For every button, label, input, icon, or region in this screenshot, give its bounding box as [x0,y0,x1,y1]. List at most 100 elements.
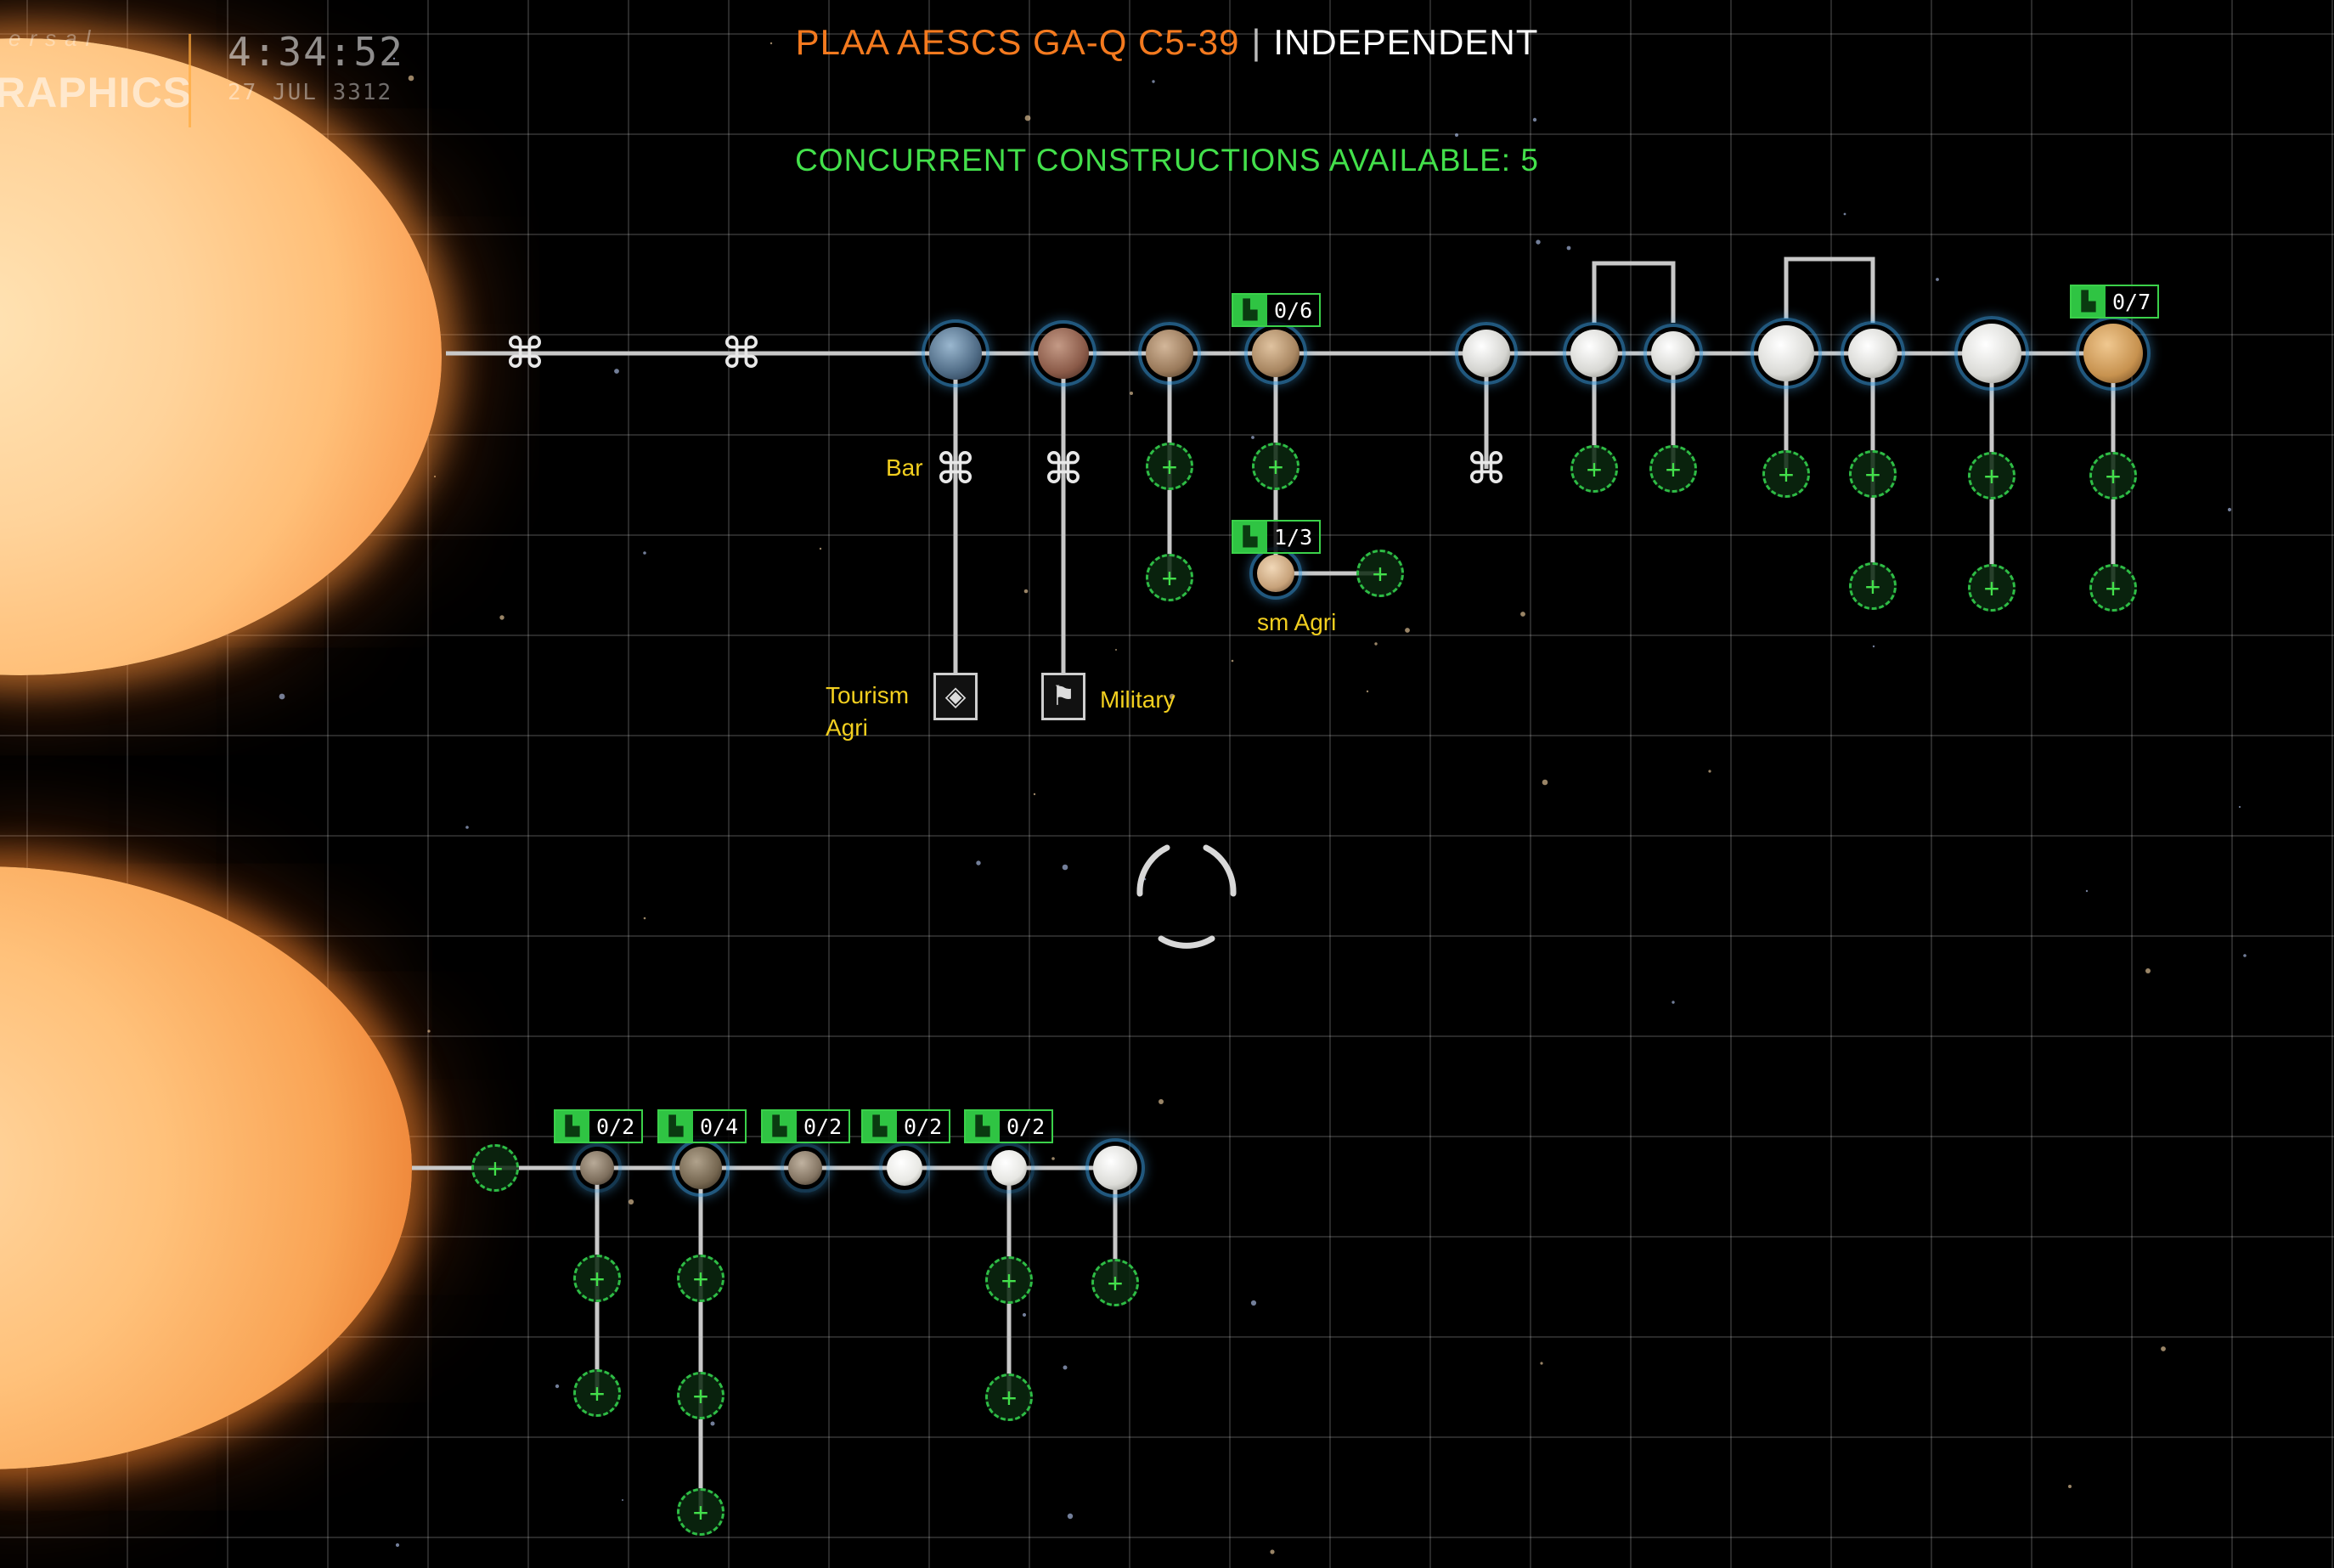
add-construction-slot-icon[interactable]: + [1356,550,1404,597]
add-construction-slot-icon[interactable]: + [677,1488,724,1536]
planet-b6[interactable] [1085,1138,1145,1198]
planet-b5[interactable] [984,1142,1035,1193]
starport-icon[interactable]: ⌘ [934,445,977,493]
background-star [1159,1099,1164,1104]
header-separator: | [1251,22,1262,62]
annotation-bar: Bar [886,454,923,481]
construction-site-icon: ▙ [659,1111,693,1142]
starport-icon[interactable]: ⌘ [1042,445,1085,493]
background-star [1293,36,1296,39]
add-construction-slot-icon[interactable]: + [1849,562,1897,610]
add-construction-slot-icon[interactable]: + [1570,445,1618,493]
annotation-sm-agri: sm Agri [1257,609,1337,635]
background-star [395,1543,400,1548]
add-construction-slot-icon[interactable]: + [1762,450,1810,498]
add-construction-slot-icon[interactable]: + [677,1255,724,1302]
background-star [1536,240,1541,245]
tourism-facility-icon[interactable]: ◈ [933,673,978,720]
add-construction-slot-icon[interactable]: + [2089,564,2137,612]
planet-a2[interactable] [1030,320,1097,386]
starport-icon[interactable]: ⌘ [504,330,546,377]
planet-a5[interactable] [1455,322,1518,385]
add-construction-slot-icon[interactable]: + [1849,450,1897,498]
target-reticle-icon[interactable] [1114,815,1259,960]
clock-divider [189,34,191,127]
background-star [427,1029,431,1033]
concurrent-constructions-label: CONCURRENT CONSTRUCTIONS AVAILABLE: 5 [795,143,1539,178]
planet-a3[interactable] [1138,322,1201,385]
background-star [622,1499,623,1501]
background-star [1455,133,1458,137]
add-construction-slot-icon[interactable]: + [1252,443,1299,490]
clock-date: 27 JUL 3312 [228,80,393,105]
background-star [1251,436,1254,439]
background-star [1250,1300,1257,1306]
background-star [1115,649,1117,651]
construction-badge[interactable]: ▙1/3 [1232,520,1322,554]
add-construction-slot-icon[interactable]: + [985,1373,1033,1421]
construction-site-icon: ▙ [2072,286,2106,317]
planet-b2[interactable] [672,1139,730,1197]
construction-badge[interactable]: ▙0/6 [1232,293,1322,327]
add-construction-slot-icon[interactable]: + [1146,554,1193,601]
starport-icon[interactable]: ⌘ [720,330,763,377]
planet-b1[interactable] [572,1143,622,1193]
construction-badge[interactable]: ▙0/2 [761,1109,851,1143]
add-construction-slot-icon[interactable]: + [1968,564,2015,612]
planet-a10[interactable] [1954,316,2029,391]
planet-a4[interactable] [1244,322,1307,385]
planet-a1[interactable] [922,319,989,387]
background-star [465,826,469,829]
construction-site-icon: ▙ [966,1111,1000,1142]
planet-a7[interactable] [1643,324,1703,383]
background-star [1022,1312,1027,1317]
background-star [1405,628,1410,633]
add-construction-slot-icon[interactable]: + [1968,452,2015,499]
construction-badge[interactable]: ▙0/4 [657,1109,747,1143]
add-construction-slot-icon[interactable]: + [1091,1259,1139,1306]
planet-a9[interactable] [1841,321,1905,386]
planet-a4-moon[interactable] [1249,547,1302,600]
clock-panel: ersal RAPHICS 4:34:52 27 JUL 3312 [0,17,403,127]
military-facility-icon[interactable]: ⚑ [1041,673,1085,720]
planet-a6[interactable] [1563,322,1626,385]
construction-badge[interactable]: ▙0/2 [861,1109,951,1143]
background-star [1374,642,1378,646]
add-construction-slot-icon[interactable]: + [573,1369,621,1417]
background-star [819,547,822,550]
background-star [770,42,773,45]
planet-a8[interactable] [1750,318,1822,389]
background-star [555,1384,560,1389]
background-star [2243,954,2247,957]
background-star [2145,968,2151,973]
add-construction-slot-icon[interactable]: + [677,1372,724,1419]
clock-brand-top: ersal [8,25,99,51]
construction-badge[interactable]: ▙0/2 [964,1109,1054,1143]
add-construction-slot-icon[interactable]: + [985,1256,1033,1304]
construction-badge[interactable]: ▙0/2 [554,1109,644,1143]
background-star [1130,392,1133,395]
starport-icon[interactable]: ⌘ [1465,445,1508,493]
background-star [279,693,285,700]
background-star [628,1199,634,1205]
planet-b4[interactable] [879,1142,930,1193]
add-construction-slot-icon[interactable]: + [1649,445,1697,493]
add-construction-slot-icon[interactable]: + [1146,443,1193,490]
add-construction-slot-icon[interactable]: + [471,1144,519,1192]
background-star [1872,645,1875,648]
planet-b3[interactable] [781,1143,830,1193]
construction-badge[interactable]: ▙0/7 [2070,285,2160,319]
add-construction-slot-icon[interactable]: + [2089,452,2137,499]
background-star [1152,80,1155,83]
background-star [1063,1365,1068,1370]
background-star [2238,805,2241,809]
annotation-tourism: Tourism [826,682,910,708]
background-star [2161,1346,2166,1351]
background-star [1062,864,1068,871]
planet-a13[interactable] [2076,316,2151,391]
add-construction-slot-icon[interactable]: + [573,1255,621,1302]
system-header: PLAA AESCS GA-Q C5-39|INDEPENDENT [0,22,2334,63]
